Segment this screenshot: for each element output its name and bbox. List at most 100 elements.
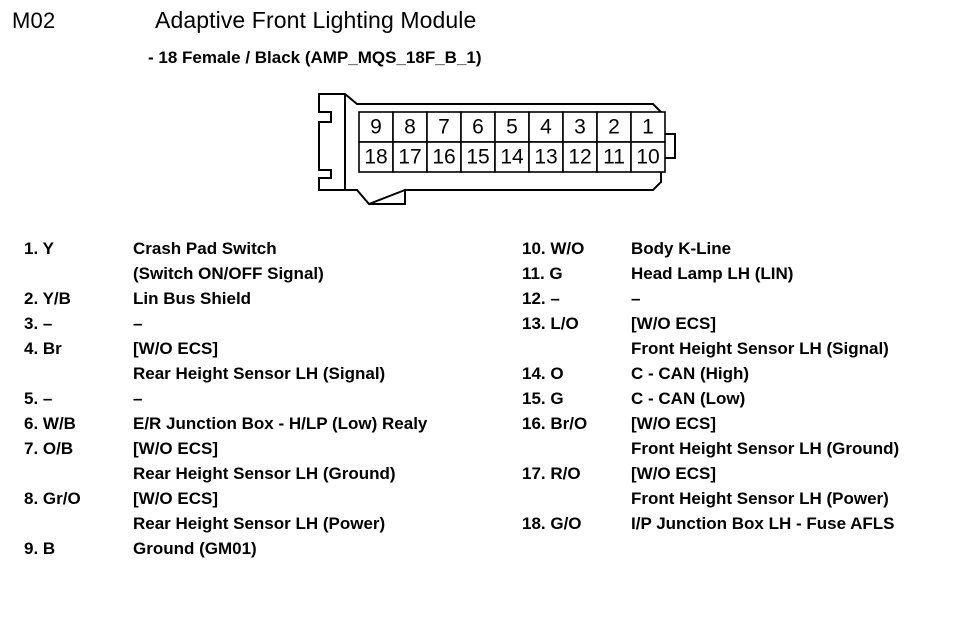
pin-row-continuation: (Switch ON/OFF Signal) (24, 261, 524, 286)
pin-description: [W/O ECS] (631, 464, 716, 483)
pin-description: Front Height Sensor LH (Ground) (631, 439, 900, 458)
module-code: M02 (12, 8, 56, 33)
pin-row: 8. Gr/O [W/O ECS] (24, 486, 524, 511)
connector-pinout-diagram: 9 8 7 6 5 4 3 2 1 18 17 16 15 14 13 12 1… (305, 86, 685, 212)
pin-description: Body K-Line (631, 239, 732, 258)
cavity-number: 12 (568, 146, 591, 169)
connector-cavity-grid (358, 111, 666, 173)
cavity-number: 15 (466, 146, 489, 169)
pin-row: 9. B Ground (GM01) (24, 536, 524, 561)
connector-svg: 9 8 7 6 5 4 3 2 1 18 17 16 15 14 13 12 1… (318, 93, 676, 205)
pin-list-right-column: 10. W/O Body K-Line 11. G Head Lamp LH (LIN… (522, 236, 972, 536)
pin-id: 11. G (522, 264, 563, 283)
pin-row: 12. – – (522, 286, 972, 311)
pin-row: 15. G C - CAN (Low) (522, 386, 972, 411)
pin-row: 6. W/B E/R Junction Box - H/LP (Low) Real… (24, 411, 524, 436)
pin-description: – (631, 289, 641, 308)
cavity-numbers-bottom: 18 17 16 15 14 13 12 11 10 (364, 146, 659, 169)
pin-row-continuation: Rear Height Sensor LH (Ground) (24, 461, 524, 486)
pin-description: Head Lamp LH (LIN) (631, 264, 794, 283)
cavity-number: 17 (398, 146, 421, 169)
cavity-number: 11 (603, 146, 625, 169)
pin-description: (Switch ON/OFF Signal) (133, 264, 324, 283)
pin-id: 3. – (24, 314, 53, 333)
pin-id: 4. Br (24, 339, 62, 358)
pin-list-left-column: 1. Y Crash Pad Switch (Switch ON/OFF Signa… (24, 236, 524, 561)
pin-row: 18. G/O I/P Junction Box LH - Fuse AFLS (522, 511, 972, 536)
pin-id: 15. G (522, 389, 564, 408)
pin-id: 17. R/O (522, 464, 581, 483)
pin-description: [W/O ECS] (133, 339, 218, 358)
pin-id: 16. Br/O (522, 414, 588, 433)
pin-row-continuation: Front Height Sensor LH (Signal) (522, 336, 972, 361)
pin-description: – (133, 314, 143, 333)
pin-description: – (133, 389, 143, 408)
cavity-cell (596, 141, 632, 173)
cavity-cell (358, 141, 394, 173)
pin-row-continuation: Front Height Sensor LH (Ground) (522, 436, 972, 461)
cavity-cell (630, 141, 666, 173)
cavity-cell (392, 141, 428, 173)
pin-row: 4. Br [W/O ECS] (24, 336, 524, 361)
pin-row: 11. G Head Lamp LH (LIN) (522, 261, 972, 286)
pin-id: 18. G/O (522, 514, 582, 533)
pin-description: [W/O ECS] (133, 489, 218, 508)
pin-row: 17. R/O [W/O ECS] (522, 461, 972, 486)
pin-description: [W/O ECS] (631, 414, 716, 433)
pin-description: Rear Height Sensor LH (Ground) (133, 464, 396, 483)
cavity-number: 18 (364, 146, 387, 169)
cavity-number: 1 (642, 116, 654, 139)
pin-id: 5. – (24, 389, 53, 408)
cavity-cell (494, 141, 530, 173)
cavity-number: 4 (540, 116, 552, 139)
pin-description: Crash Pad Switch (133, 239, 277, 258)
pin-row-continuation: Rear Height Sensor LH (Power) (24, 511, 524, 536)
cavity-number: 14 (500, 146, 524, 169)
cavity-number: 5 (506, 116, 518, 139)
cavity-cell (426, 141, 462, 173)
pin-row: 3. – – (24, 311, 524, 336)
pin-row: 2. Y/B Lin Bus Shield (24, 286, 524, 311)
pin-row: 14. O C - CAN (High) (522, 361, 972, 386)
pin-description: [W/O ECS] (133, 439, 218, 458)
connector-latch-tab (368, 189, 406, 205)
pin-description: Rear Height Sensor LH (Power) (133, 514, 386, 533)
pin-description: C - CAN (Low) (631, 389, 746, 408)
pin-description: Ground (GM01) (133, 539, 257, 558)
pin-id: 9. B (24, 539, 56, 558)
cavity-number: 10 (636, 146, 659, 169)
pin-description: Rear Height Sensor LH (Signal) (133, 364, 386, 383)
pin-row-continuation: Front Height Sensor LH (Power) (522, 486, 972, 511)
cavity-number: 6 (472, 116, 484, 139)
page-title: Adaptive Front Lighting Module (155, 7, 477, 33)
pin-row-continuation: Rear Height Sensor LH (Signal) (24, 361, 524, 386)
pin-id: 14. O (522, 364, 564, 383)
pin-id: 8. Gr/O (24, 489, 81, 508)
cavity-number: 9 (370, 116, 382, 139)
pin-row: 1. Y Crash Pad Switch (24, 236, 524, 261)
pin-row: 16. Br/O [W/O ECS] (522, 411, 972, 436)
pin-row: 5. – – (24, 386, 524, 411)
pin-id: 10. W/O (522, 239, 585, 258)
pin-id: 6. W/B (24, 414, 76, 433)
pin-id: 1. Y (24, 239, 54, 258)
cavity-number: 2 (608, 116, 620, 139)
pin-description: Lin Bus Shield (133, 289, 252, 308)
cavity-number: 8 (404, 116, 416, 139)
pin-id: 12. – (522, 289, 560, 308)
pin-description: Front Height Sensor LH (Signal) (631, 339, 889, 358)
cavity-number: 13 (534, 146, 557, 169)
pin-id: 2. Y/B (24, 289, 71, 308)
pin-description: I/P Junction Box LH - Fuse AFLS (631, 514, 895, 533)
pin-description: E/R Junction Box - H/LP (Low) Realy (133, 414, 428, 433)
pin-row: 13. L/O[W/O ECS] (522, 311, 972, 336)
pin-id: 7. O/B (24, 439, 74, 458)
cavity-cell (358, 111, 394, 143)
cavity-cell (630, 111, 666, 143)
pin-description: [W/O ECS] (631, 314, 716, 333)
pin-description: C - CAN (High) (631, 364, 750, 383)
cavity-numbers-top: 9 8 7 6 5 4 3 2 1 (370, 116, 654, 139)
cavity-number: 16 (432, 146, 455, 169)
cavity-number: 7 (438, 116, 450, 139)
pin-row: 7. O/B [W/O ECS] (24, 436, 524, 461)
